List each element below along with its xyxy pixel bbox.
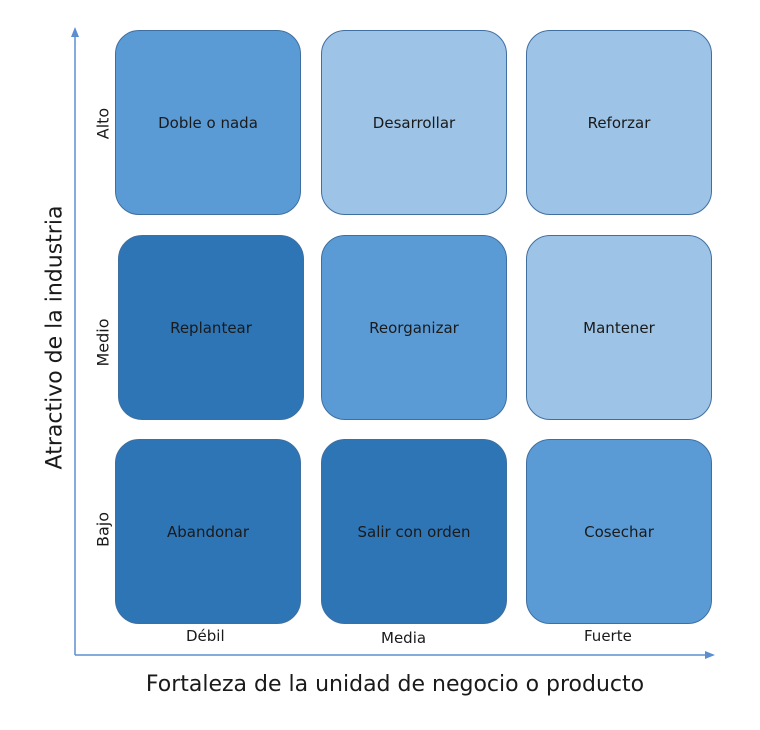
cell-label: Cosechar <box>584 522 654 541</box>
cell-label: Salir con orden <box>357 522 471 541</box>
cell-label: Reorganizar <box>369 318 459 337</box>
cell-mantener: Mantener <box>526 235 712 420</box>
row-label-bajo: Bajo <box>93 512 113 548</box>
cell-label: Replantear <box>170 318 252 337</box>
cell-label: Mantener <box>583 318 655 337</box>
x-axis-title: Fortaleza de la unidad de negocio o prod… <box>145 672 645 697</box>
y-axis-title: Atractivo de la industria <box>42 205 68 470</box>
cell-doble-o-nada: Doble o nada <box>115 30 301 215</box>
cell-reorganizar: Reorganizar <box>321 235 507 420</box>
cell-label: Reforzar <box>587 113 651 132</box>
cell-replantear: Replantear <box>118 235 304 420</box>
cell-abandonar: Abandonar <box>115 439 301 624</box>
row-label-alto: Alto <box>93 107 113 140</box>
cell-salir-con-orden: Salir con orden <box>321 439 507 624</box>
row-label-medio: Medio <box>93 318 113 367</box>
cell-reforzar: Reforzar <box>526 30 712 215</box>
cell-label: Doble o nada <box>158 113 258 132</box>
cell-cosechar: Cosechar <box>526 439 712 624</box>
column-label-debil: Débil <box>186 627 225 645</box>
column-label-fuerte: Fuerte <box>584 627 632 645</box>
cell-label: Abandonar <box>166 522 250 541</box>
cell-label: Desarrollar <box>372 113 456 132</box>
cell-desarrollar: Desarrollar <box>321 30 507 215</box>
column-label-media: Media <box>381 629 427 647</box>
